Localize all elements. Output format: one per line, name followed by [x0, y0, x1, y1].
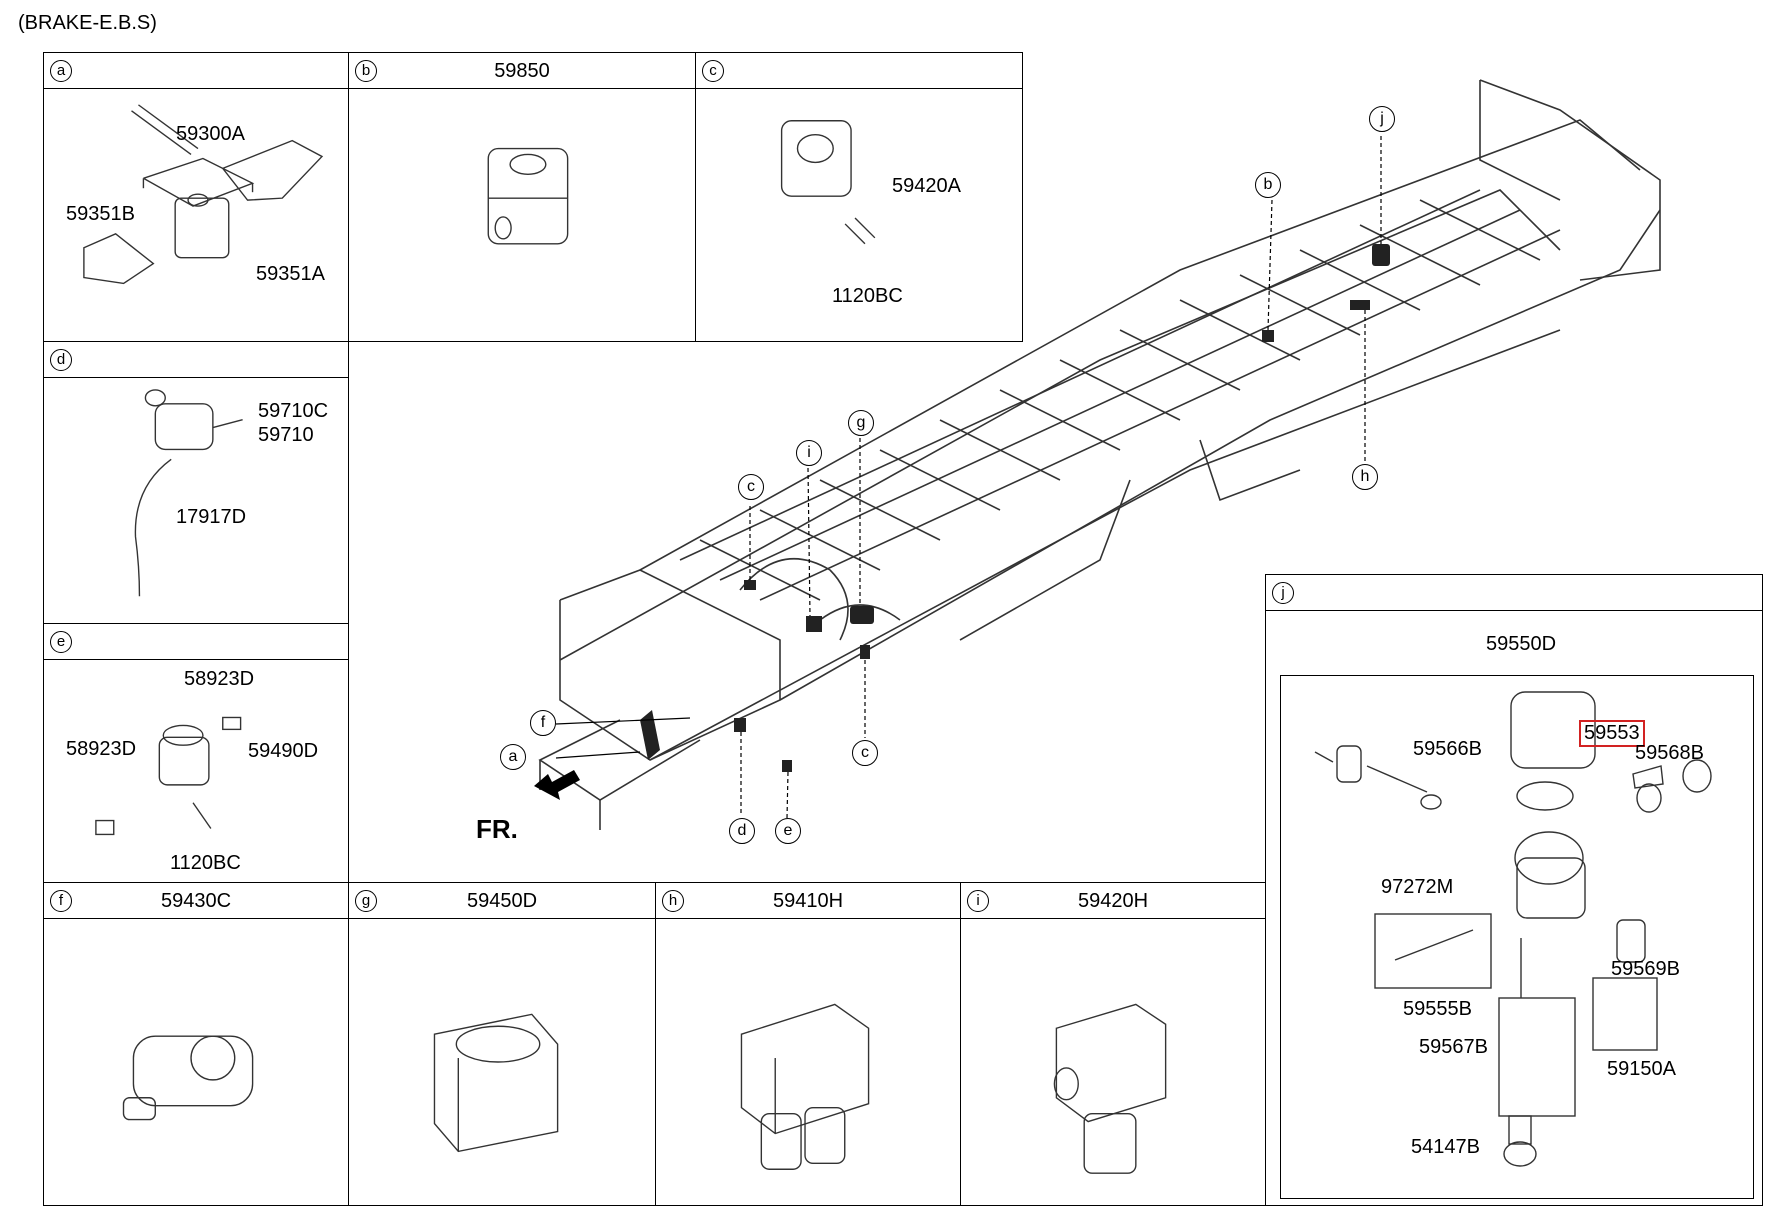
- part-label: 1120BC: [170, 852, 241, 874]
- panel-letter-d: d: [50, 349, 72, 371]
- callout-b: b: [1255, 172, 1281, 198]
- part-label: 59300A: [176, 123, 245, 145]
- part-label: 97272M: [1381, 876, 1454, 898]
- panel-title-f: 59430C: [160, 890, 232, 912]
- callout-i: i: [796, 440, 822, 466]
- pressure-control-valve-drawing: [780, 120, 876, 245]
- panel-letter-h: h: [662, 890, 684, 912]
- panel-g: g 59450D: [348, 882, 656, 1206]
- page-title: (BRAKE-E.B.S): [18, 12, 157, 34]
- part-label: 58923D: [66, 738, 137, 760]
- panel-letter-c: c: [702, 60, 724, 82]
- part-label: 54147B: [1411, 1136, 1480, 1158]
- hand-brake-valve-drawing: [134, 389, 243, 597]
- callout-a: a: [500, 744, 526, 770]
- panel-title-b: 59850: [494, 60, 550, 82]
- part-label: 59569B: [1611, 958, 1680, 980]
- panel-title-i: 59420H: [1077, 890, 1149, 912]
- panel-letter-i: i: [967, 890, 989, 912]
- callout-g: g: [848, 410, 874, 436]
- part-label: 17917D: [176, 506, 247, 528]
- panel-letter-b: b: [355, 60, 377, 82]
- panel-letter-a: a: [50, 60, 72, 82]
- part-label: 59420A: [892, 175, 961, 197]
- panel-j-inner-box: 59553 59566B 59568B 97272M 59569B 59555B…: [1280, 675, 1754, 1199]
- air-dryer-exploded-drawing: [1314, 691, 1712, 1167]
- panel-c: c 59420A 1120BC: [695, 52, 1023, 342]
- front-direction-label: FR.: [476, 814, 518, 844]
- panel-b: b 59850: [348, 52, 696, 342]
- part-label: 59150A: [1607, 1058, 1676, 1080]
- part-label: 59490D: [248, 740, 319, 762]
- part-label: 59566B: [1413, 738, 1482, 760]
- part-label: 1120BC: [832, 285, 903, 307]
- panel-j: j 59550D: [1265, 574, 1763, 1206]
- part-label: 59351A: [256, 263, 325, 285]
- part-label: 59555B: [1403, 998, 1472, 1020]
- panel-title-h: 59410H: [772, 890, 844, 912]
- panel-i: i 59420H: [960, 882, 1266, 1206]
- valve-fitting-drawing: [95, 716, 242, 836]
- panel-h: h 59410H: [655, 882, 961, 1206]
- part-label: 59351B: [66, 203, 135, 225]
- part-label: 59710C: [258, 400, 329, 422]
- callout-d: d: [729, 818, 755, 844]
- relay-valve-drawing: [487, 147, 569, 245]
- callout-c-upper: c: [738, 474, 764, 500]
- callout-c-lower: c: [852, 740, 878, 766]
- part-label: 59568B: [1635, 742, 1704, 764]
- panel-title-g: 59450D: [466, 890, 538, 912]
- part-label-highlighted: 59553: [1579, 720, 1645, 747]
- part-label: 59567B: [1419, 1036, 1488, 1058]
- callout-h: h: [1352, 464, 1378, 490]
- sensor-drawing: [122, 1035, 254, 1121]
- panel-f: f 59430C: [43, 882, 349, 1206]
- module-drawing-g: [433, 1013, 559, 1153]
- brake-pedal-valve-drawing: [83, 104, 324, 285]
- part-label: 59550D: [1486, 633, 1557, 655]
- panel-letter-f: f: [50, 890, 72, 912]
- panel-a: a 59300A 59351B 59351A: [43, 52, 349, 342]
- panel-d: d 59710C 59710 17917D: [43, 341, 349, 624]
- module-drawing-i: [1053, 1003, 1167, 1174]
- panel-letter-j: j: [1272, 582, 1294, 604]
- callout-f: f: [530, 710, 556, 736]
- part-label: 59710: [258, 424, 314, 446]
- panel-e: e 58923D 58923D 59490D 1120BC: [43, 623, 349, 883]
- panel-letter-g: g: [355, 890, 377, 912]
- module-drawing-h: [740, 1003, 870, 1170]
- callout-e: e: [775, 818, 801, 844]
- callout-j: j: [1369, 106, 1395, 132]
- panel-letter-e: e: [50, 631, 72, 653]
- part-label: 58923D: [184, 668, 255, 690]
